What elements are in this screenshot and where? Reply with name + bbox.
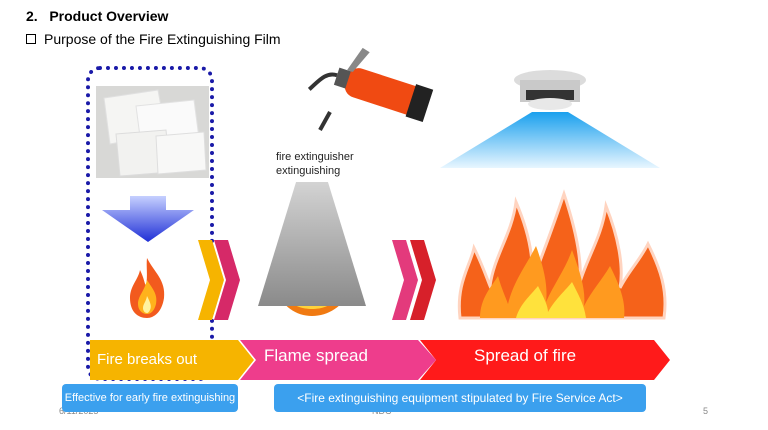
down-arrow-icon (102, 196, 194, 242)
small-flame-icon (130, 258, 165, 318)
note-early-extinguishing: Effective for early fire extinguishing (62, 384, 238, 412)
extinguisher-label: fire extinguisher extinguishing (276, 151, 354, 177)
subtitle: Purpose of the Fire Extinguishing Film (26, 31, 281, 47)
fire-extinguisher-icon (292, 32, 452, 182)
stage-label-spread-of-fire: Spread of fire (474, 346, 577, 365)
stage-label-flame-spread: Flame spread (264, 346, 368, 365)
fire-extinguishing-film-photo (96, 86, 209, 178)
subtitle-text: Purpose of the Fire Extinguishing Film (44, 31, 281, 47)
checkbox-bullet-icon (26, 34, 36, 44)
chevron-right-icon (198, 240, 240, 320)
sprinkler-icon (440, 70, 660, 168)
extinguisher-spray-cone (258, 130, 366, 316)
note-fire-service-act: <Fire extinguishing equipment stipulated… (274, 384, 646, 412)
stage-label-outbreak: Fire breaks out (97, 351, 198, 368)
chevron-right-icon (392, 240, 436, 320)
large-flame-icon (457, 189, 667, 320)
stage-arrow-band (90, 340, 670, 380)
page-number: 5 (703, 406, 709, 416)
page-title: 2. Product Overview (26, 8, 169, 24)
